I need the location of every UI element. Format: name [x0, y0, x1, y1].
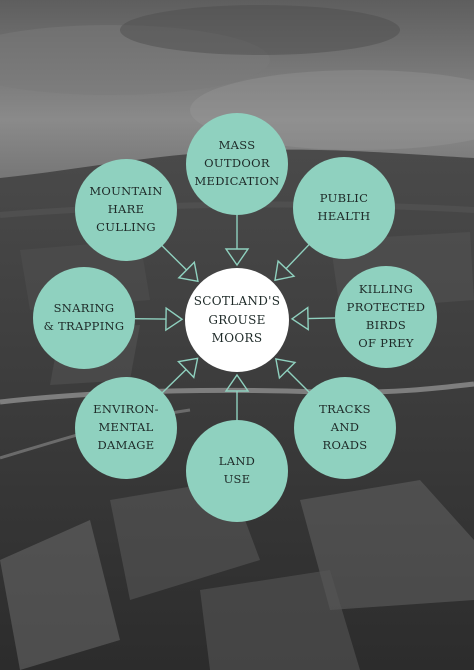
- node-center-scotlands-grouse-moors: SCOTLAND'S GROUSE MOORS: [185, 268, 289, 372]
- arrow-tracks-and-roads: [275, 358, 311, 394]
- node-environmental-damage: ENVIRON- MENTAL DAMAGE: [75, 377, 177, 479]
- arrow-mass-outdoor-medication: [224, 213, 250, 267]
- node-label: MOUNTAIN HARE CULLING: [89, 184, 163, 234]
- node-label: TRACKS AND ROADS: [319, 402, 371, 452]
- arrow-snaring-trapping: [132, 306, 184, 332]
- arrow-land-use: [224, 373, 250, 422]
- node-snaring-trapping: SNARING & TRAPPING: [33, 267, 135, 369]
- node-label: SNARING & TRAPPING: [43, 301, 125, 333]
- node-land-use: LAND USE: [186, 420, 288, 522]
- center-label: SCOTLAND'S GROUSE MOORS: [193, 294, 281, 346]
- arrow-public-health: [274, 242, 311, 282]
- node-public-health: PUBLIC HEALTH: [293, 157, 395, 259]
- node-killing-protected-birds: KILLING PROTECTED BIRDS OF PREY: [335, 266, 437, 368]
- arrow-environmental-damage: [160, 357, 199, 395]
- node-label: LAND USE: [218, 454, 256, 486]
- arrow-mountain-hare-culling: [160, 243, 199, 283]
- arrow-killing-protected-birds: [290, 306, 338, 331]
- node-label: PUBLIC HEALTH: [317, 191, 371, 223]
- node-tracks-and-roads: TRACKS AND ROADS: [294, 377, 396, 479]
- node-label: KILLING PROTECTED BIRDS OF PREY: [346, 282, 426, 350]
- node-label: ENVIRON- MENTAL DAMAGE: [93, 402, 159, 452]
- node-label: MASS OUTDOOR MEDICATION: [194, 138, 280, 188]
- node-mass-outdoor-medication: MASS OUTDOOR MEDICATION: [186, 113, 288, 215]
- node-mountain-hare-culling: MOUNTAIN HARE CULLING: [75, 159, 177, 261]
